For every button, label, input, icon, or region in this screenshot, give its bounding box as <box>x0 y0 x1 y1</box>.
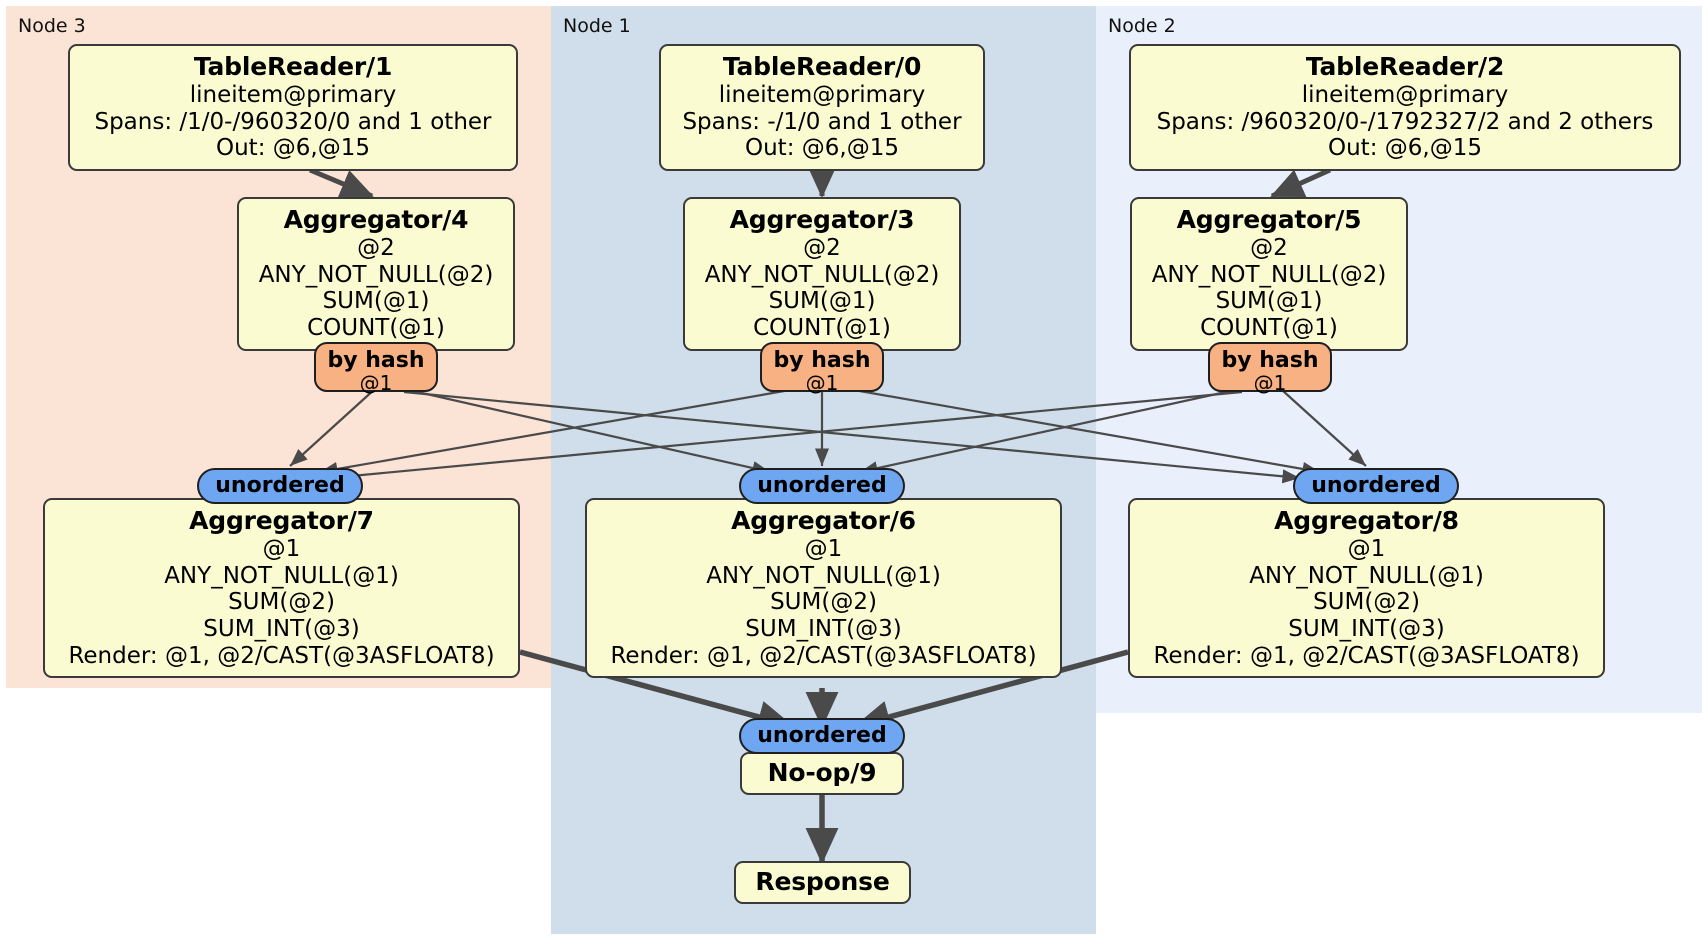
processor-aggregator8[interactable]: Aggregator/8 @1 ANY_NOT_NULL(@1) SUM(@2)… <box>1128 498 1605 679</box>
processor-line: @2 <box>803 235 841 261</box>
router-sublabel: @1 <box>1253 371 1287 396</box>
processor-line: ANY_NOT_NULL(@1) <box>164 562 399 589</box>
processor-line: lineitem@primary <box>1301 82 1509 108</box>
processor-line: SUM(@2) <box>1313 589 1420 616</box>
processor-line: COUNT(@1) <box>753 315 891 342</box>
processor-line: @1 <box>804 536 843 562</box>
processor-tablereader0[interactable]: TableReader/0 lineitem@primary Spans: -/… <box>659 44 985 172</box>
processor-line: ANY_NOT_NULL(@2) <box>704 261 940 288</box>
node-label-node2: Node 2 <box>1108 15 1176 37</box>
synchronizer-unordered-aggregator7[interactable]: unordered <box>197 468 363 504</box>
processor-title: Aggregator/8 <box>1274 506 1459 535</box>
processor-line: @2 <box>1250 235 1288 261</box>
processor-title: Aggregator/6 <box>731 506 916 535</box>
processor-line: COUNT(@1) <box>1200 315 1338 342</box>
router-sublabel: @1 <box>359 371 393 396</box>
node-label-node3: Node 3 <box>18 15 86 37</box>
processor-title: Response <box>755 867 890 896</box>
processor-line: SUM_INT(@3) <box>203 616 360 643</box>
processor-line: SUM(@1) <box>322 288 430 315</box>
processor-line: ANY_NOT_NULL(@1) <box>1249 562 1484 589</box>
processor-title: TableReader/1 <box>193 52 393 81</box>
processor-line: @1 <box>262 536 301 562</box>
processor-line: ANY_NOT_NULL(@2) <box>258 261 494 288</box>
synchronizer-label: unordered <box>757 722 887 748</box>
processor-title: No-op/9 <box>767 758 877 787</box>
processor-line: SUM_INT(@3) <box>1288 616 1445 643</box>
processor-line: Render: @1, @2/CAST(@3ASFLOAT8) <box>68 642 495 669</box>
processor-title: Aggregator/7 <box>189 506 374 535</box>
processor-line: Render: @1, @2/CAST(@3ASFLOAT8) <box>1153 642 1580 669</box>
router-by-hash-aggregator3[interactable]: by hash @1 <box>760 342 884 396</box>
router-label: by hash <box>1221 348 1319 373</box>
processor-line: Spans: /1/0-/960320/0 and 1 other <box>94 108 492 135</box>
processor-line: SUM(@2) <box>770 589 877 616</box>
processor-aggregator7[interactable]: Aggregator/7 @1 ANY_NOT_NULL(@1) SUM(@2)… <box>43 498 520 679</box>
processor-response[interactable]: Response <box>734 861 911 904</box>
processor-noop9[interactable]: No-op/9 <box>740 752 904 795</box>
processor-line: Out: @6,@15 <box>1328 135 1482 162</box>
synchronizer-unordered-aggregator8[interactable]: unordered <box>1293 468 1459 504</box>
processor-title: TableReader/0 <box>722 52 922 81</box>
processor-title: Aggregator/5 <box>1176 205 1362 234</box>
processor-aggregator6[interactable]: Aggregator/6 @1 ANY_NOT_NULL(@1) SUM(@2)… <box>585 498 1062 679</box>
synchronizer-unordered-noop9[interactable]: unordered <box>739 718 905 754</box>
processor-tablereader1[interactable]: TableReader/1 lineitem@primary Spans: /1… <box>68 44 518 172</box>
synchronizer-label: unordered <box>215 472 345 498</box>
processor-line: ANY_NOT_NULL(@1) <box>706 562 941 589</box>
processor-line: Out: @6,@15 <box>216 135 370 162</box>
processor-tablereader2[interactable]: TableReader/2 lineitem@primary Spans: /9… <box>1129 44 1681 172</box>
processor-line: lineitem@primary <box>189 82 397 108</box>
processor-line: Out: @6,@15 <box>745 135 899 162</box>
processor-line: SUM_INT(@3) <box>745 616 902 643</box>
processor-line: SUM(@2) <box>228 589 335 616</box>
router-sublabel: @1 <box>805 371 839 396</box>
synchronizer-unordered-aggregator6[interactable]: unordered <box>739 468 905 504</box>
processor-line: lineitem@primary <box>718 82 926 108</box>
processor-line: Spans: -/1/0 and 1 other <box>682 108 962 135</box>
processor-line: @2 <box>357 235 395 261</box>
processor-title: TableReader/2 <box>1305 52 1505 81</box>
processor-aggregator3[interactable]: Aggregator/3 @2 ANY_NOT_NULL(@2) SUM(@1)… <box>683 197 961 351</box>
router-by-hash-aggregator5[interactable]: by hash @1 <box>1208 342 1332 396</box>
processor-title: Aggregator/3 <box>729 205 915 234</box>
processor-line: Spans: /960320/0-/1792327/2 and 2 others <box>1156 108 1654 135</box>
processor-line: Render: @1, @2/CAST(@3ASFLOAT8) <box>610 642 1037 669</box>
processor-line: COUNT(@1) <box>307 315 445 342</box>
synchronizer-label: unordered <box>757 472 887 498</box>
processor-line: SUM(@1) <box>768 288 876 315</box>
synchronizer-label: unordered <box>1311 472 1441 498</box>
processor-title: Aggregator/4 <box>283 205 469 234</box>
processor-line: ANY_NOT_NULL(@2) <box>1151 261 1387 288</box>
processor-line: SUM(@1) <box>1215 288 1323 315</box>
router-label: by hash <box>773 348 871 373</box>
processor-aggregator4[interactable]: Aggregator/4 @2 ANY_NOT_NULL(@2) SUM(@1)… <box>237 197 515 351</box>
router-label: by hash <box>327 348 425 373</box>
node-label-node1: Node 1 <box>563 15 631 37</box>
processor-aggregator5[interactable]: Aggregator/5 @2 ANY_NOT_NULL(@2) SUM(@1)… <box>1130 197 1408 351</box>
router-by-hash-aggregator4[interactable]: by hash @1 <box>314 342 438 396</box>
processor-line: @1 <box>1347 536 1386 562</box>
